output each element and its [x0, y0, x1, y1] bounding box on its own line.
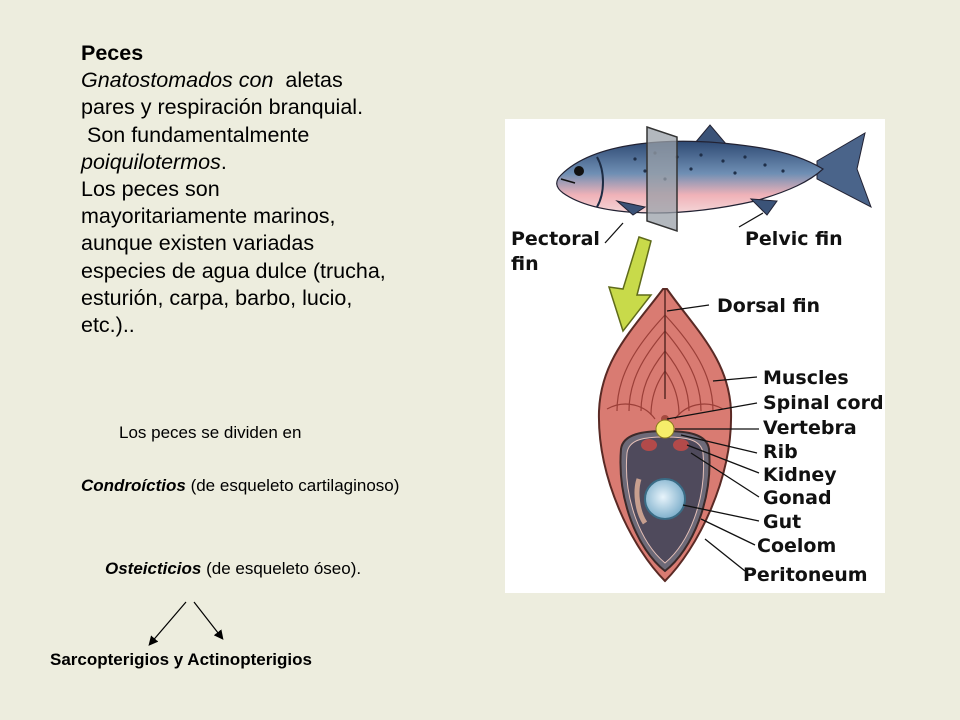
intro-line-8: especies de agua dulce (trucha, [81, 258, 386, 283]
fish-illustration [556, 124, 872, 233]
gonad [634, 478, 648, 525]
label-pectoral-fin-2: fin [511, 253, 539, 275]
fish-body [556, 140, 824, 214]
label-spinal-cord: Spinal cord [763, 392, 884, 414]
intro-line-6: mayoritariamente marinos, [81, 204, 336, 229]
arrow-right [193, 601, 224, 640]
poiquilotermos-term: poiquilotermos [81, 149, 221, 174]
fish-eye [574, 166, 584, 176]
osteicticios-name: Osteicticios [105, 559, 202, 578]
label-pectoral-fin-1: Pectoral [511, 228, 600, 250]
gnatostomados-term: Gnatostomados con [81, 68, 274, 93]
subgroups-label: Sarcopterigios y Actinopterigios [50, 650, 312, 669]
intro-line-7: aunque existen variadas [81, 231, 315, 256]
label-gut: Gut [763, 511, 801, 533]
pointer-lines [604, 212, 764, 572]
condroictios-name: Condroíctios [81, 476, 186, 495]
label-pelvic-fin: Pelvic fin [745, 228, 843, 250]
intro-line-10: etc.).. [81, 313, 135, 338]
intro-text: Peces Gnatostomados con aletas pares y r… [81, 40, 501, 339]
intro-line-2: pares y respiración branquial. [81, 95, 364, 120]
branch-arrows [148, 601, 224, 646]
gut [644, 478, 686, 520]
vertebra [655, 419, 675, 439]
label-coelom: Coelom [757, 535, 836, 557]
condroictios-desc: (de esqueleto cartilaginoso) [185, 476, 400, 495]
fish-pelvic-fin [749, 198, 778, 216]
fish-tail [816, 131, 872, 209]
intro-line-1: Gnatostomados con aletas [81, 67, 501, 94]
label-kidney: Kidney [763, 464, 837, 486]
intro-line-9: esturión, carpa, barbo, lucio, [81, 285, 353, 310]
division-intro: Los peces se dividen en [119, 423, 302, 442]
cross-section [597, 288, 733, 583]
label-gonad: Gonad [763, 487, 832, 509]
arrow-left [148, 601, 187, 646]
kidney-left [641, 439, 657, 451]
osteicticios-item: Osteicticios (de esqueleto óseo). [105, 559, 361, 579]
label-muscles: Muscles [763, 367, 849, 389]
section-plane [646, 125, 678, 233]
intro-line-3: Son fundamentalmente [81, 122, 310, 147]
label-peritoneum: Peritoneum [743, 564, 868, 586]
kidney-right [673, 439, 689, 451]
intro-line-1-rest: aletas [273, 68, 343, 93]
fish-mouth [560, 178, 576, 184]
label-dorsal-fin: Dorsal fin [717, 295, 820, 317]
osteicticios-desc: (de esqueleto óseo). [201, 559, 362, 578]
slide-title: Peces [81, 41, 144, 65]
fish-anatomy-figure: Pectoral fin Pelvic fin Dorsal fin Muscl… [505, 119, 885, 593]
label-rib: Rib [763, 441, 798, 463]
condroictios-item: Condroíctios (de esqueleto cartilaginoso… [81, 476, 399, 496]
fish-pectoral-fin [615, 200, 647, 216]
intro-line-5: Los peces son [81, 177, 220, 202]
fish-head-gill [596, 156, 604, 208]
label-vertebra: Vertebra [763, 417, 857, 439]
section-arrow [607, 236, 653, 333]
intro-line-4-rest: . [220, 149, 227, 174]
intro-line-4: poiquilotermos. [81, 149, 501, 176]
